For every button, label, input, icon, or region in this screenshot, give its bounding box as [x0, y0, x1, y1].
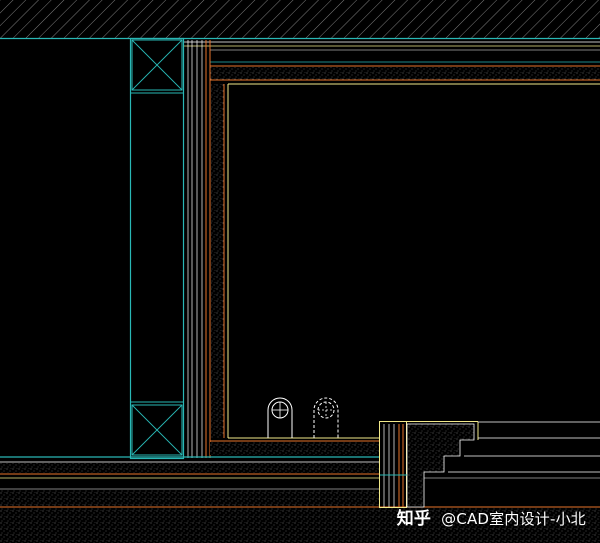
- step-detail: [379, 421, 600, 508]
- floor-layers: [0, 437, 600, 543]
- structural-column: [129, 37, 185, 460]
- ceiling-finish-layers: [184, 41, 600, 85]
- ceiling-slab: [0, 0, 600, 40]
- wall-finish-layers: [187, 40, 229, 458]
- watermark-brand: 知乎: [396, 509, 432, 529]
- watermark-author: @CAD室内设计-小北: [441, 510, 586, 528]
- outlet-fixture-left: [267, 397, 293, 438]
- outlet-fixture-right: [313, 397, 339, 438]
- watermark: 知乎 @CAD室内设计-小北: [397, 504, 586, 529]
